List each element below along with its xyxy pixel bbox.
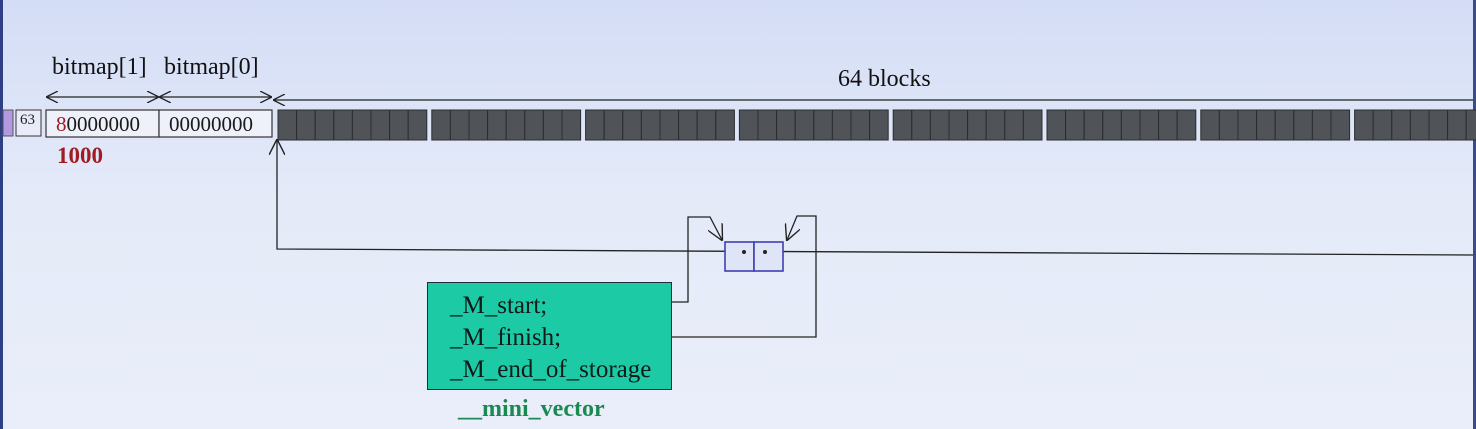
memory-block (738, 109, 759, 141)
memory-block (967, 109, 987, 141)
memory-block (1139, 109, 1160, 141)
memory-block (585, 109, 605, 141)
memory-block (1120, 109, 1141, 141)
memory-block (603, 109, 624, 141)
memory-block (1372, 109, 1393, 141)
memory-block (561, 109, 582, 141)
pointer-box-dot-right (763, 250, 767, 254)
left-border (0, 0, 3, 429)
memory-block (869, 109, 889, 141)
memory-block (1176, 109, 1197, 141)
memory-block (831, 109, 852, 141)
memory-block (1200, 109, 1220, 141)
memory-block (929, 109, 950, 141)
memory-block (757, 109, 778, 141)
memory-block (1428, 109, 1449, 141)
memory-block (948, 109, 969, 141)
bitmap-0-value: 00000000 (169, 112, 253, 136)
memory-block (1354, 109, 1374, 141)
mini-vector-caption: __mini_vector (458, 396, 605, 422)
memory-block (715, 109, 735, 141)
memory-block (813, 109, 833, 141)
mini-vector-box: _M_start; _M_finish; _M_end_of_storage (427, 282, 672, 390)
memory-block (696, 109, 717, 141)
bitmap-1-value: 80000000 (56, 112, 140, 136)
memory-block (449, 109, 470, 141)
memory-block (1102, 109, 1122, 141)
index-label: 63 (20, 112, 35, 128)
memory-block (794, 109, 815, 141)
memory-block (1065, 109, 1085, 141)
memory-block (776, 109, 796, 141)
memory-block (659, 109, 680, 141)
pointer-box-right (753, 241, 784, 272)
right-border (1473, 0, 1476, 429)
finish-connector (567, 215, 817, 338)
memory-block (1447, 109, 1467, 141)
field-m-end-of-storage: _M_end_of_storage (450, 356, 652, 383)
memory-block (1046, 109, 1067, 141)
memory-block (911, 109, 931, 141)
binary-value: 1000 (57, 143, 103, 168)
memory-block (985, 109, 1006, 141)
start-pointer-line (277, 140, 1474, 256)
memory-block (1311, 109, 1332, 141)
memory-block (850, 109, 871, 141)
memory-block (389, 109, 409, 141)
memory-block (678, 109, 698, 141)
field-m-start: _M_start; (450, 292, 548, 319)
memory-block (1465, 109, 1476, 141)
memory-block (1022, 109, 1043, 141)
memory-block (622, 109, 642, 141)
memory-block (1391, 109, 1411, 141)
memory-block (524, 109, 544, 141)
memory-block (542, 109, 563, 141)
memory-block (431, 109, 451, 141)
field-m-finish: _M_finish; (450, 324, 562, 351)
memory-block (487, 109, 507, 141)
bitmap-0-cell (158, 109, 273, 138)
memory-block (1274, 109, 1295, 141)
memory-block (277, 109, 298, 141)
memory-block (1330, 109, 1351, 141)
memory-block (1409, 109, 1430, 141)
memory-block (1158, 109, 1178, 141)
memory-block (351, 109, 372, 141)
memory-block (1004, 109, 1024, 141)
memory-block (314, 109, 335, 141)
memory-block (1256, 109, 1276, 141)
index-cell (15, 109, 42, 137)
memory-block (1293, 109, 1313, 141)
memory-block (1237, 109, 1258, 141)
pointer-box-left (724, 241, 755, 272)
memory-block (505, 109, 526, 141)
memory-block (1218, 109, 1239, 141)
blocks-label: 64 blocks (838, 66, 931, 92)
memory-block (640, 109, 661, 141)
memory-block (468, 109, 489, 141)
bitmap-1-label: bitmap[1] (52, 54, 147, 80)
pointer-box-dot-left (742, 250, 746, 254)
memory-block (407, 109, 428, 141)
memory-block (333, 109, 353, 141)
memory-block (892, 109, 913, 141)
memory-block (296, 109, 316, 141)
bitmap-0-label: bitmap[0] (164, 54, 259, 80)
purple-cell (2, 109, 14, 137)
memory-block (1083, 109, 1104, 141)
memory-block (370, 109, 391, 141)
blocks-row (277, 109, 1476, 141)
